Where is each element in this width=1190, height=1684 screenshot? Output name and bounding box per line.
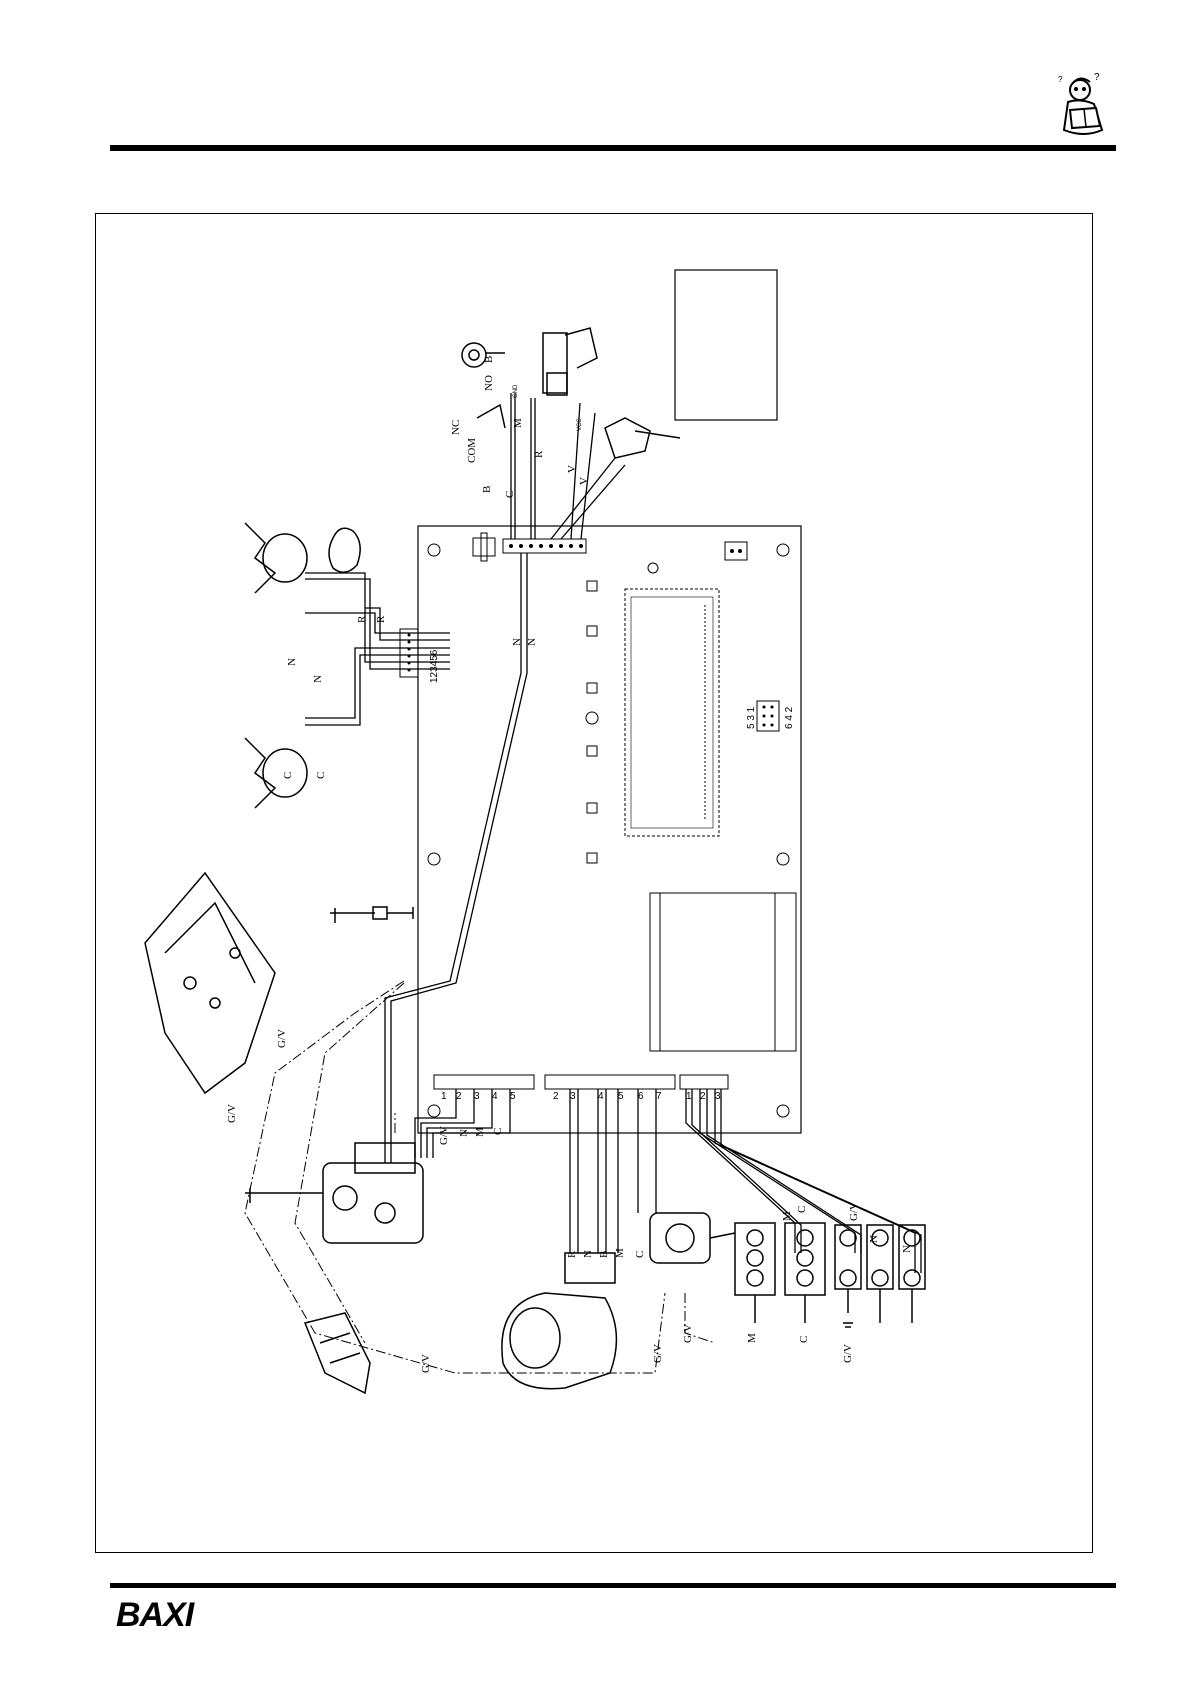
ignition-electrode bbox=[330, 906, 414, 923]
label-ps-b2: B bbox=[481, 486, 493, 493]
label-cn2-m: M bbox=[474, 1127, 486, 1137]
label-cn5-m: M bbox=[781, 1211, 793, 1221]
label-cn2-c: C bbox=[492, 1128, 504, 1135]
label-cn5-c: C bbox=[796, 1206, 808, 1213]
label-earth-gv-5: G/V bbox=[682, 1324, 694, 1343]
footer-rule bbox=[110, 1583, 1116, 1588]
label-cn1-b: B bbox=[598, 1251, 610, 1258]
cn4-connector bbox=[502, 538, 587, 554]
label-ps-com: COM bbox=[466, 438, 478, 463]
cn1-pin-6: 6 bbox=[638, 1091, 644, 1102]
label-terminal-gv: G/V bbox=[842, 1344, 854, 1363]
label-cn6-c2: C bbox=[315, 772, 327, 779]
wires bbox=[305, 393, 922, 1273]
cn2-pin-3: 3 bbox=[474, 1091, 480, 1102]
label-ps-no: NO bbox=[483, 375, 495, 391]
label-ps-c: C bbox=[504, 491, 516, 498]
fan-housing bbox=[144, 871, 276, 1095]
cn2-pin-2: 2 bbox=[456, 1091, 462, 1102]
cn-small-connector: 5 3 1 6 4 2 bbox=[746, 700, 795, 732]
thermostat-top bbox=[244, 522, 308, 594]
label-cn6-n1: N bbox=[286, 658, 298, 666]
label-earth-gv-1: G/V bbox=[276, 1029, 288, 1048]
svg-text:?: ? bbox=[1058, 75, 1063, 84]
header-rule bbox=[110, 145, 1116, 151]
label-ps-r: R bbox=[533, 450, 545, 458]
label-cn1-r: R bbox=[566, 1250, 578, 1258]
reading-man-mascot-icon: ? ? bbox=[1058, 72, 1104, 135]
cn-top-left-connector: 123456 bbox=[399, 628, 440, 683]
label-panel-n1: N bbox=[511, 638, 523, 646]
cn-small-pins-top: 5 3 1 bbox=[746, 706, 757, 729]
label-ps-v1: V bbox=[566, 465, 578, 473]
label-panel-n2: N bbox=[526, 638, 538, 646]
pump bbox=[501, 1252, 618, 1390]
cn-small-pins-bottom: 6 4 2 bbox=[784, 706, 795, 729]
baxi-logo: BAXI bbox=[116, 1596, 194, 1634]
cn2-pin-4: 4 bbox=[492, 1091, 498, 1102]
label-cn6-r2: R bbox=[375, 615, 387, 623]
label-cn5-n1: N bbox=[868, 1235, 880, 1243]
label-ps-gnd: GND bbox=[513, 384, 519, 398]
label-ps-b1: B bbox=[483, 356, 495, 363]
label-earth-gv-3: G/V bbox=[420, 1354, 432, 1373]
cn1-pin-4: 4 bbox=[598, 1091, 604, 1102]
flow-sensor bbox=[542, 327, 681, 459]
label-earth-gv-4: G/V bbox=[652, 1344, 664, 1363]
label-ps-vcc: VCC bbox=[577, 418, 583, 431]
cn1-pin-7: 7 bbox=[656, 1091, 662, 1102]
diverter-valve-motor bbox=[649, 1212, 736, 1264]
label-cn5-n2: N bbox=[901, 1245, 913, 1253]
earth-bracket bbox=[303, 1312, 371, 1395]
diagram-frame bbox=[95, 213, 1093, 1553]
pressure-switch bbox=[461, 342, 506, 429]
label-cn2-n: N bbox=[458, 1129, 470, 1137]
cn5-connector: 1 2 3 bbox=[679, 1074, 729, 1102]
wire-labels: B NO NC COM B C M R V V GND VCC N N C C … bbox=[226, 356, 913, 1373]
cn1-pin-2: 2 bbox=[553, 1091, 559, 1102]
label-ps-v2: V bbox=[578, 477, 590, 485]
label-ps-nc: NC bbox=[450, 420, 462, 435]
label-cn6-r1: R bbox=[356, 615, 368, 623]
label-cn1-c: C bbox=[634, 1251, 646, 1258]
label-cn1-n: N bbox=[582, 1250, 594, 1258]
svg-text:?: ? bbox=[1094, 72, 1100, 83]
cn1-pin-5: 5 bbox=[618, 1091, 624, 1102]
wiring-diagram: 5 3 1 6 4 2 1 2 3 4 5 2 3 4 5 6 7 1 2 bbox=[144, 269, 926, 1395]
gas-valve bbox=[245, 1142, 424, 1244]
label-cn1-m: M bbox=[614, 1248, 626, 1258]
cn2-pin-1: 1 bbox=[441, 1091, 447, 1102]
label-terminal-m: M bbox=[746, 1333, 758, 1343]
label-ps-m: M bbox=[512, 418, 524, 428]
terminal-block bbox=[734, 1222, 926, 1328]
label-cn6-n2: N bbox=[312, 675, 324, 683]
cn5-pin-2: 2 bbox=[700, 1091, 706, 1102]
cn2-pin-5: 5 bbox=[510, 1091, 516, 1102]
label-cn6-c1: C bbox=[282, 772, 294, 779]
cn-top-left-pins: 123456 bbox=[429, 649, 440, 683]
thermostat-bottom bbox=[244, 737, 308, 809]
earth-wires bbox=[244, 980, 716, 1374]
cn1-connector: 2 3 4 5 6 7 bbox=[544, 1074, 676, 1102]
ntc-sensor bbox=[328, 527, 361, 574]
legend-box bbox=[674, 269, 778, 421]
label-earth-gv-2: G/V bbox=[226, 1104, 238, 1123]
label-cn5-gv: G/V bbox=[848, 1202, 860, 1221]
label-cn2-gv: G/V bbox=[438, 1126, 450, 1145]
cn5-pin-3: 3 bbox=[715, 1091, 721, 1102]
label-terminal-c: C bbox=[798, 1336, 810, 1343]
cn5-pin-1: 1 bbox=[686, 1091, 692, 1102]
main-pcb: 5 3 1 6 4 2 bbox=[417, 525, 802, 1134]
cn2-connector: 1 2 3 4 5 bbox=[433, 1074, 535, 1102]
cn1-pin-3: 3 bbox=[570, 1091, 576, 1102]
